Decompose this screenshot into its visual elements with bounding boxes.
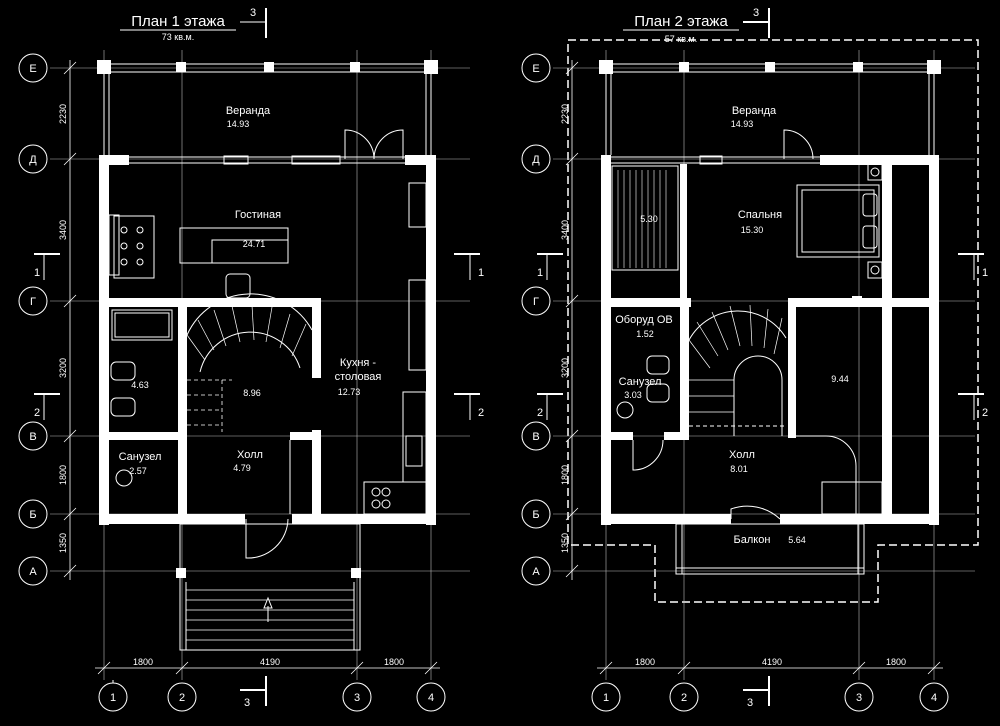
axis-label: 4 [428, 692, 434, 704]
svg-text:3400: 3400 [58, 220, 68, 240]
plan-2-area: 57 кв.м. [665, 34, 697, 44]
svg-text:1: 1 [537, 267, 543, 279]
axis-label: 1 [110, 692, 116, 704]
axis-label: 2 [681, 692, 687, 704]
svg-text:2: 2 [982, 407, 988, 419]
svg-text:2: 2 [34, 407, 40, 419]
svg-text:2230: 2230 [58, 104, 68, 124]
room-area: 24.71 [243, 239, 266, 249]
room-area: 12.73 [338, 387, 361, 397]
svg-text:3200: 3200 [560, 358, 570, 378]
svg-text:1800: 1800 [886, 657, 906, 667]
section-mark-3-top: 3 [743, 7, 770, 38]
room-area: 14.93 [227, 119, 250, 129]
room-area: 14.93 [731, 119, 754, 129]
section-mark-3-top: 3 [240, 7, 267, 38]
axis-label: Е [29, 63, 36, 75]
room-name: Веранда [732, 105, 777, 117]
svg-text:1350: 1350 [560, 533, 570, 553]
axis-label: В [532, 431, 539, 443]
svg-text:1: 1 [34, 267, 40, 279]
svg-text:1350: 1350 [58, 533, 68, 553]
plan-2: План 2 этажа 57 кв.м. 3 [521, 7, 988, 712]
axis-label: Д [532, 154, 540, 166]
svg-text:1800: 1800 [560, 465, 570, 485]
room-name: Холл [729, 449, 755, 461]
plan-1: План 1 этажа 73 кв.м. 3 [18, 7, 484, 712]
room-area: 4.79 [233, 463, 251, 473]
room-name: Кухня - [340, 357, 376, 369]
svg-text:2230: 2230 [560, 104, 570, 124]
axis-label: А [532, 566, 540, 578]
axis-label: 1 [603, 692, 609, 704]
room-name: Веранда [226, 105, 271, 117]
room-area: 1.52 [636, 329, 654, 339]
axis-label: Г [533, 296, 539, 308]
room-name: Холл [237, 449, 263, 461]
svg-text:3: 3 [250, 7, 256, 19]
axis-label: Г [30, 296, 36, 308]
plan-1-area: 73 кв.м. [162, 32, 194, 42]
plan-1-title: План 1 этажа [131, 13, 225, 30]
room-area: 5.64 [788, 535, 806, 545]
svg-text:2: 2 [478, 407, 484, 419]
svg-text:1800: 1800 [384, 657, 404, 667]
room-name: Спальня [738, 209, 782, 221]
room-name: Балкон [734, 534, 771, 546]
room-area: 4.63 [131, 380, 149, 390]
room-name: Санузел [619, 376, 662, 388]
axis-label: Д [29, 154, 37, 166]
room-area: 8.01 [730, 464, 748, 474]
axis-label: Е [532, 63, 539, 75]
svg-text:3200: 3200 [58, 358, 68, 378]
svg-text:3: 3 [244, 697, 250, 709]
room-area: 15.30 [741, 225, 764, 235]
room-name: Оборуд ОВ [615, 314, 672, 326]
plan-1-rooms: Веранда 14.93 Гостиная 24.71 Кухня - сто… [119, 105, 382, 476]
axis-label: 3 [354, 692, 360, 704]
svg-text:3: 3 [753, 7, 759, 19]
svg-text:1800: 1800 [58, 465, 68, 485]
svg-text:1800: 1800 [133, 657, 153, 667]
axis-label: Б [532, 509, 539, 521]
room-name: столовая [335, 371, 382, 383]
room-area: 2.57 [129, 466, 147, 476]
axis-label: В [29, 431, 36, 443]
plan-2-title: План 2 этажа [634, 13, 728, 30]
svg-text:1: 1 [478, 267, 484, 279]
axis-label: 3 [856, 692, 862, 704]
svg-text:1: 1 [982, 267, 988, 279]
axis-label: А [29, 566, 37, 578]
room-name: Гостиная [235, 209, 281, 221]
svg-text:3400: 3400 [560, 220, 570, 240]
axis-label: Б [29, 509, 36, 521]
svg-text:1800: 1800 [635, 657, 655, 667]
axis-label: 4 [931, 692, 937, 704]
svg-text:4190: 4190 [260, 657, 280, 667]
svg-text:2: 2 [537, 407, 543, 419]
axis-label: 2 [179, 692, 185, 704]
plan-2-rooms: Веранда 14.93 5.30 Спальня 15.30 Оборуд … [615, 105, 849, 546]
svg-text:4190: 4190 [762, 657, 782, 667]
room-name: Санузел [119, 451, 162, 463]
room-area: 8.96 [243, 388, 261, 398]
svg-text:3: 3 [747, 697, 753, 709]
room-area: 3.03 [624, 390, 642, 400]
room-area: 5.30 [640, 214, 658, 224]
room-area: 9.44 [831, 374, 849, 384]
